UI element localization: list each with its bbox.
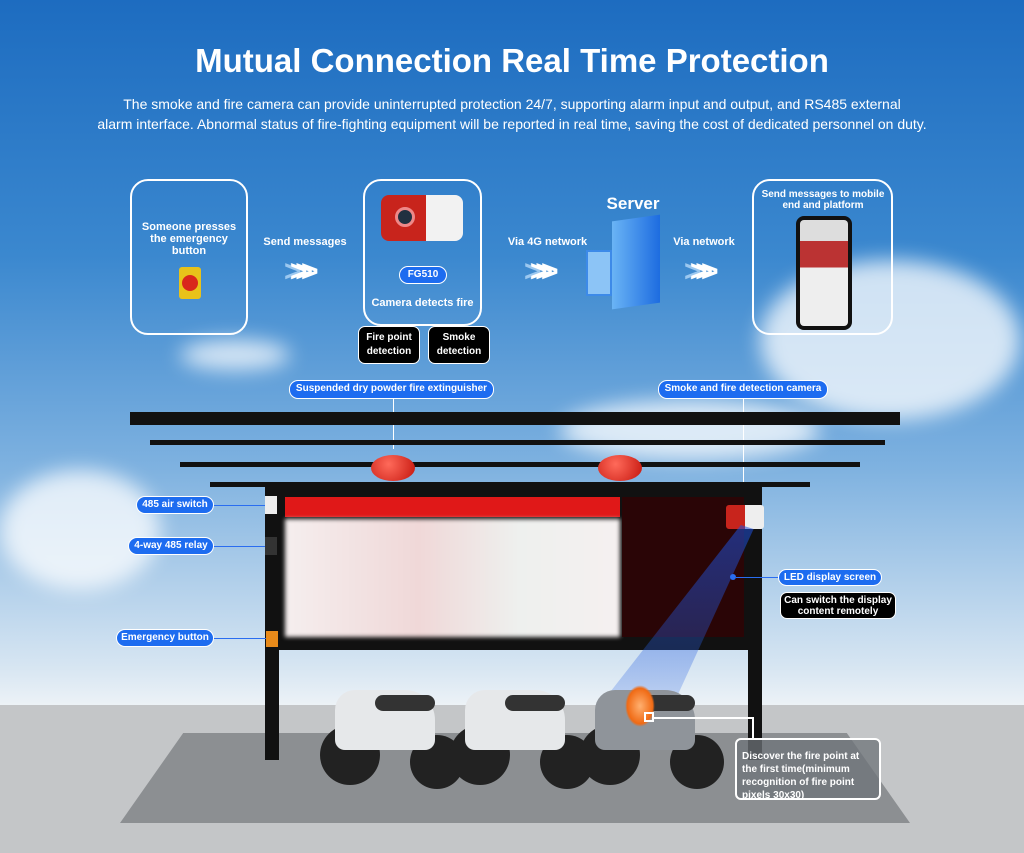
server-side-icon (586, 250, 612, 296)
leader-line (214, 546, 266, 547)
leader-line (736, 577, 780, 578)
label-relay: 4-way 485 relay (128, 537, 214, 555)
server-title: Server (606, 194, 660, 213)
fire-point-detection-badge: Fire point detection (358, 326, 420, 364)
leader-line (743, 399, 744, 499)
step-camera-text: Camera detects fire (371, 297, 474, 309)
scooter-image (575, 665, 725, 789)
canopy-rail (210, 482, 810, 487)
scooter-image (315, 665, 465, 789)
step-emergency-box: Someone presses the emergency button (130, 179, 248, 335)
label-air-switch: 485 air switch (136, 496, 214, 514)
smoke-fire-camera-icon (726, 505, 764, 529)
label-emergency-button: Emergency button (116, 629, 214, 647)
cloud (0, 470, 160, 590)
label-extinguisher: Suspended dry powder fire extinguisher (289, 380, 494, 399)
cloud (560, 400, 820, 460)
led-note: Can switch the display content remotely (780, 592, 896, 619)
leader-line (214, 505, 269, 506)
scooter-image (445, 665, 595, 789)
label-led-display: LED display screen (778, 569, 882, 586)
canopy-post-right (748, 485, 762, 760)
fire-detection-note: Discover the fire point at the first tim… (735, 738, 881, 801)
leader-line (752, 717, 754, 739)
step-mobile-text: Send messages to mobile end and platform (761, 189, 885, 211)
arrow-label-send: Send messages (263, 236, 347, 248)
leader-line (214, 638, 266, 639)
model-badge: FG510 (399, 266, 447, 284)
page-title: Mutual Connection Real Time Protection (195, 42, 829, 79)
step-mobile-box: Send messages to mobile end and platform (752, 179, 893, 335)
air-switch-icon (265, 496, 277, 514)
step-camera-box: FG510 Camera detects fire (363, 179, 482, 326)
leader-line (654, 717, 754, 719)
smoke-detection-badge: Smoke detection (428, 326, 490, 364)
fire-target-marker (644, 712, 654, 722)
camera-icon (381, 195, 463, 241)
subtitle: The smoke and fire camera can provide un… (97, 96, 927, 132)
label-camera: Smoke and fire detection camera (658, 380, 828, 399)
canopy-top-beam (130, 412, 900, 425)
step-emergency-text: Someone presses the emergency button (141, 221, 237, 257)
emergency-button-icon (266, 631, 278, 647)
fire-extinguisher-icon (371, 455, 415, 481)
arrow-label-4g: Via 4G network (507, 236, 588, 248)
emergency-button-icon (179, 267, 201, 299)
canopy-post-left (265, 485, 279, 760)
cloud (180, 340, 290, 370)
canopy-rail (150, 440, 885, 445)
chevron-arrows-icon: >>> (690, 255, 718, 288)
canopy-rail (180, 462, 860, 467)
fire-extinguisher-icon (598, 455, 642, 481)
smartphone-icon (796, 216, 852, 330)
chevron-arrows-icon: >>> (530, 255, 558, 288)
arrow-label-network: Via network (673, 236, 735, 248)
chevron-arrows-icon: >>> (290, 255, 318, 288)
led-pointer-dot (730, 574, 736, 580)
relay-icon (265, 537, 277, 555)
server-icon (612, 214, 660, 310)
